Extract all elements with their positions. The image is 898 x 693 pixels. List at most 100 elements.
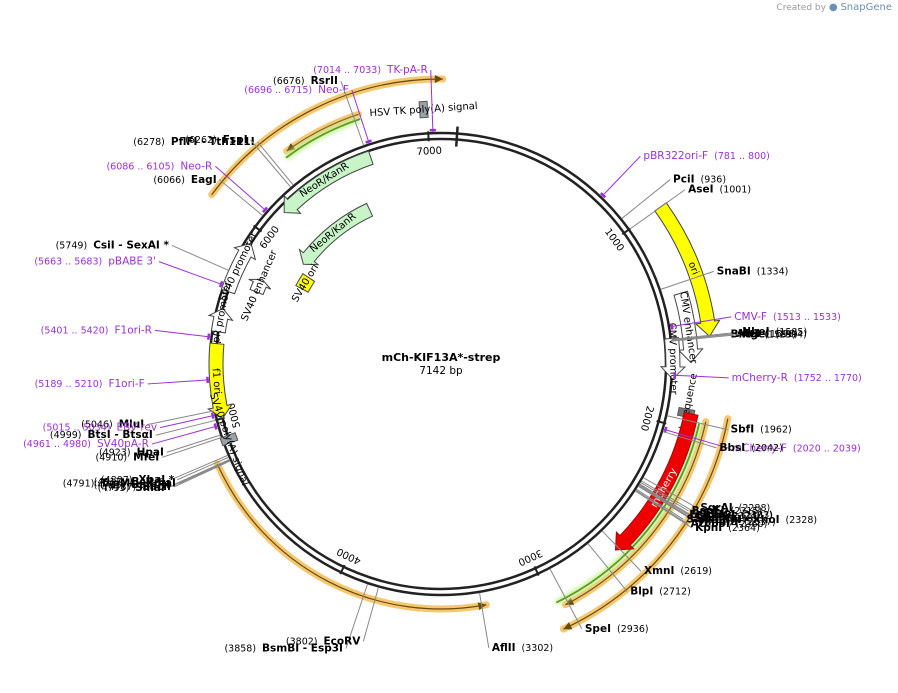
leader-line — [658, 486, 698, 509]
site-name: CMV-F — [734, 311, 767, 323]
feature-label: NeoR/KanR — [308, 211, 358, 255]
site-position: (2324) — [729, 511, 761, 522]
site-position: (4807) — [101, 475, 133, 486]
feature-f1-ori: f1 ori — [206, 342, 233, 420]
orf-arc-0 — [555, 423, 701, 604]
leader-line — [215, 165, 254, 200]
feature-sv40-ori: SV40 ori — [290, 263, 321, 305]
site-name: SmaI — [135, 482, 165, 494]
site-label-text: (5189 .. 5210)F1ori-F — [35, 378, 145, 390]
center-label: mCh-KIF13A*-strep 7142 bp — [382, 351, 501, 377]
feature-neor-kanr: NeoR/KanR — [298, 202, 374, 266]
site-position: (6066) — [153, 175, 185, 186]
site-position: (4910) — [96, 452, 128, 463]
site-asei: AseI(1001) — [629, 184, 752, 230]
leader-line — [281, 170, 294, 186]
site-bsmbi-esp3i: (3858)BsmBI - Esp3I — [224, 583, 368, 655]
tick-label-2000: 2000 — [638, 405, 655, 432]
leader-line — [250, 139, 280, 174]
primer-mark — [599, 192, 607, 199]
site-position: (6676) — [273, 76, 305, 87]
leader-line — [165, 462, 212, 483]
leader-line — [212, 262, 229, 271]
site-fspi: (6262)FspI — [185, 134, 292, 188]
primer-mark — [262, 206, 268, 213]
site-label-text: (4793) SmaI — [98, 482, 165, 494]
site-name: Neo-R — [180, 160, 212, 172]
primer-cmv-f: CMV-F(1513 .. 1533) — [669, 311, 841, 330]
leader-line — [689, 331, 740, 338]
site-position: (4795) — [94, 480, 126, 491]
feature-mark — [219, 432, 239, 447]
site-aflii: AflII(3302) — [479, 592, 553, 654]
site-name: F1ori-F — [108, 378, 144, 390]
feature-shape — [295, 273, 316, 293]
site-name: Eco53kI — [689, 509, 735, 521]
site-label-text: (6086 .. 6105)Neo-R — [106, 160, 212, 172]
feature-ori: ori — [654, 202, 721, 337]
site-position: (2042) — [751, 443, 783, 454]
leader-line — [357, 128, 365, 146]
site-label-text: Eco53kI(2333) — [689, 509, 773, 521]
leader-line — [549, 568, 559, 585]
feature-shape — [659, 336, 687, 380]
site-position: (2712) — [659, 587, 691, 598]
feature-label: f1 ori — [210, 368, 223, 395]
site-position: (2315) — [731, 506, 763, 517]
site-position: (2288) — [739, 503, 771, 514]
site-position: (5015 .. 5034) — [43, 423, 111, 434]
tick-1000 — [621, 227, 632, 236]
leader-line — [643, 477, 660, 487]
tick-4000 — [339, 564, 346, 575]
leader-line — [340, 81, 359, 129]
site-name: mCherry-F — [732, 442, 787, 454]
site-name: XbaI * — [139, 474, 175, 486]
site-position: (4793) — [98, 483, 130, 494]
site-name: TspMI - XmaI — [100, 477, 176, 489]
leader-line — [689, 333, 734, 339]
site-position: (6262) — [185, 135, 217, 146]
tick-7000 — [427, 131, 430, 142]
site-label-text: (6066)EagI — [153, 174, 216, 186]
site-pflfi-tth111i: (6278)PflFI - Tth111I — [133, 136, 294, 186]
site-name: AgeI — [743, 328, 770, 340]
leader-line — [345, 600, 363, 649]
orf-arc-1 — [285, 118, 361, 159]
site-name: BbsI — [720, 442, 746, 454]
site-label-text: HindIII(2337) — [699, 516, 776, 528]
site-position: (3858) — [224, 644, 256, 655]
site-bcli: (4817)BclI * — [94, 454, 228, 488]
site-position: (2360) — [736, 519, 768, 530]
leader-line — [689, 333, 740, 340]
site-label-text: (6696 .. 6715)Neo-F — [244, 84, 349, 96]
site-position: (6696 .. 6715) — [244, 85, 312, 96]
site-acc65i: Acc65I(2360) — [635, 489, 768, 530]
site-name: MluI — [119, 419, 144, 431]
site-xbai: (4807) XbaI * — [101, 456, 229, 486]
leader-line — [177, 464, 213, 481]
leader-line — [479, 592, 484, 611]
leader-line — [587, 543, 600, 558]
leader-line — [650, 500, 693, 529]
site-name: BamHI — [131, 479, 170, 491]
leader-line — [662, 431, 681, 438]
feature-label: CMV promoter — [666, 323, 679, 396]
tick-label-7000: 7000 — [416, 146, 442, 158]
feature-shape — [654, 202, 721, 337]
feature-arc-arrow-3 — [565, 597, 575, 605]
leader-line — [671, 338, 690, 341]
leader-line — [351, 89, 365, 127]
leader-line — [196, 410, 214, 415]
primer-mcherry-r: mCherry-R(1752 .. 1770) — [672, 372, 862, 384]
site-position: (3802) — [286, 636, 318, 647]
site-label-text: BlpI(2712) — [630, 586, 691, 598]
site-position: (2335) — [725, 513, 757, 524]
site-position: (5046) — [81, 420, 113, 431]
site-position: (2354) — [715, 514, 747, 525]
site-position: (1001) — [720, 185, 752, 196]
site-label-text: (3858)BsmBI - Esp3I — [224, 643, 343, 655]
site-name: NheI — [742, 326, 769, 338]
site-label-text: mCherry-F(2020 .. 2039) — [732, 442, 861, 454]
site-afei: AfeI(1590) — [671, 328, 798, 341]
